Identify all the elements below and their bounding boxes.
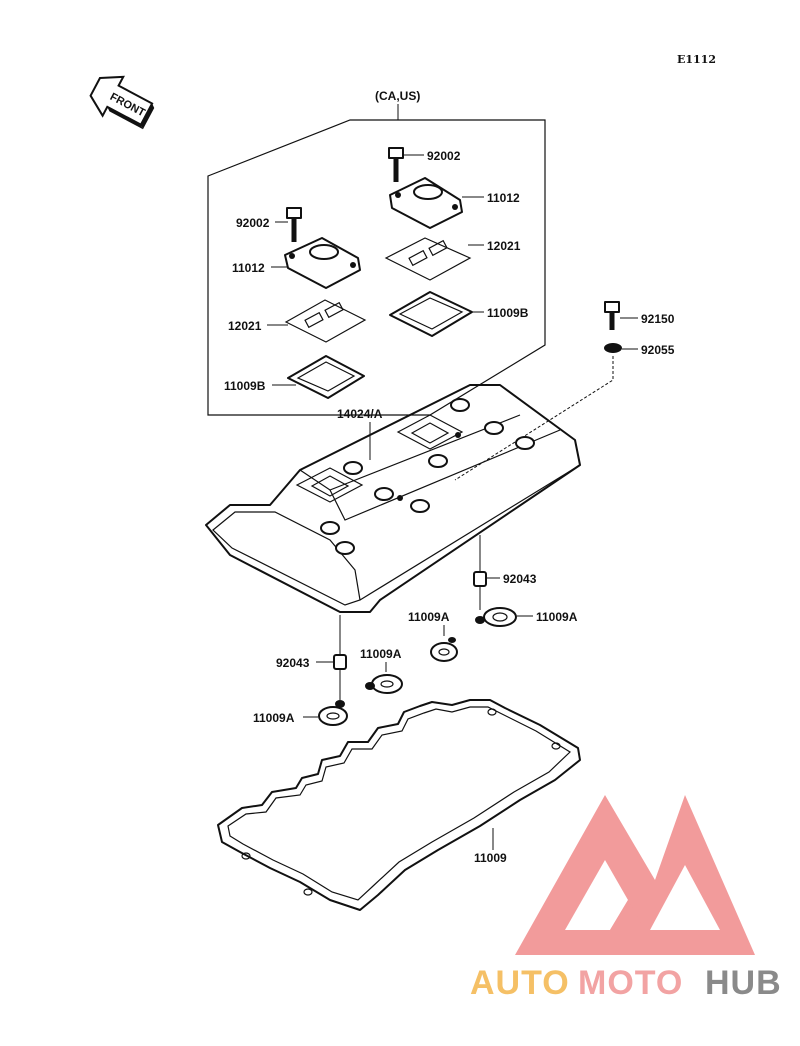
gasket-11009B-left bbox=[287, 355, 365, 399]
washer-11009A-left bbox=[318, 700, 348, 726]
head-cover-gasket-11009 bbox=[217, 699, 581, 911]
region-label: (CA,US) bbox=[375, 89, 420, 103]
label-92150: 92150 bbox=[641, 312, 675, 326]
cylinder-head-cover-14024A bbox=[205, 384, 581, 613]
label-12021-left: 12021 bbox=[228, 319, 262, 333]
watermark-text: AUTO MOTO HUB bbox=[470, 964, 782, 1002]
label-92043-left: 92043 bbox=[276, 656, 310, 670]
grommet-92043-right bbox=[473, 571, 487, 587]
bolt-92002-right bbox=[388, 147, 404, 182]
region-bracket bbox=[207, 119, 546, 416]
cover-plate-11012-right bbox=[389, 177, 463, 229]
watermark-part3: HUB bbox=[705, 964, 782, 1002]
label-11009A-right: 11009A bbox=[536, 610, 578, 624]
label-11012-right: 11012 bbox=[487, 191, 520, 205]
label-92055: 92055 bbox=[641, 343, 675, 357]
label-92002-left: 92002 bbox=[236, 216, 270, 230]
label-12021-right: 12021 bbox=[487, 239, 521, 253]
cover-plate-11012-left bbox=[284, 237, 361, 289]
label-11009B-right: 11009B bbox=[487, 306, 529, 320]
label-11009A-left: 11009A bbox=[253, 711, 295, 725]
label-11009: 11009 bbox=[474, 851, 507, 865]
washer-11009A-midright bbox=[430, 637, 458, 662]
bolt-92150 bbox=[604, 301, 620, 330]
plate-12021-right bbox=[384, 237, 472, 281]
watermark-part1: AUTO bbox=[470, 964, 570, 1002]
label-14024A: 14024/A bbox=[337, 407, 383, 421]
front-arrow-icon: FRONT bbox=[89, 75, 155, 130]
watermark-part2: MOTO bbox=[578, 964, 683, 1002]
label-11009A-mid: 11009A bbox=[360, 647, 402, 661]
gasket-11009B-right bbox=[389, 291, 473, 337]
label-11009A-midright: 11009A bbox=[408, 610, 450, 624]
label-92043-right: 92043 bbox=[503, 572, 537, 586]
grommet-92043-left bbox=[333, 654, 347, 670]
plate-12021-left bbox=[284, 299, 367, 343]
diagram-code: E1112 bbox=[677, 53, 716, 66]
label-92002-right: 92002 bbox=[427, 149, 461, 163]
washer-11009A-right bbox=[475, 607, 517, 627]
bolt-92002-left bbox=[286, 207, 302, 242]
label-11012-left: 11012 bbox=[232, 261, 265, 275]
watermark-logo-icon bbox=[515, 795, 755, 955]
washer-11009A-mid bbox=[365, 674, 403, 694]
washer-92055 bbox=[604, 343, 622, 353]
label-11009B-left: 11009B bbox=[224, 379, 266, 393]
